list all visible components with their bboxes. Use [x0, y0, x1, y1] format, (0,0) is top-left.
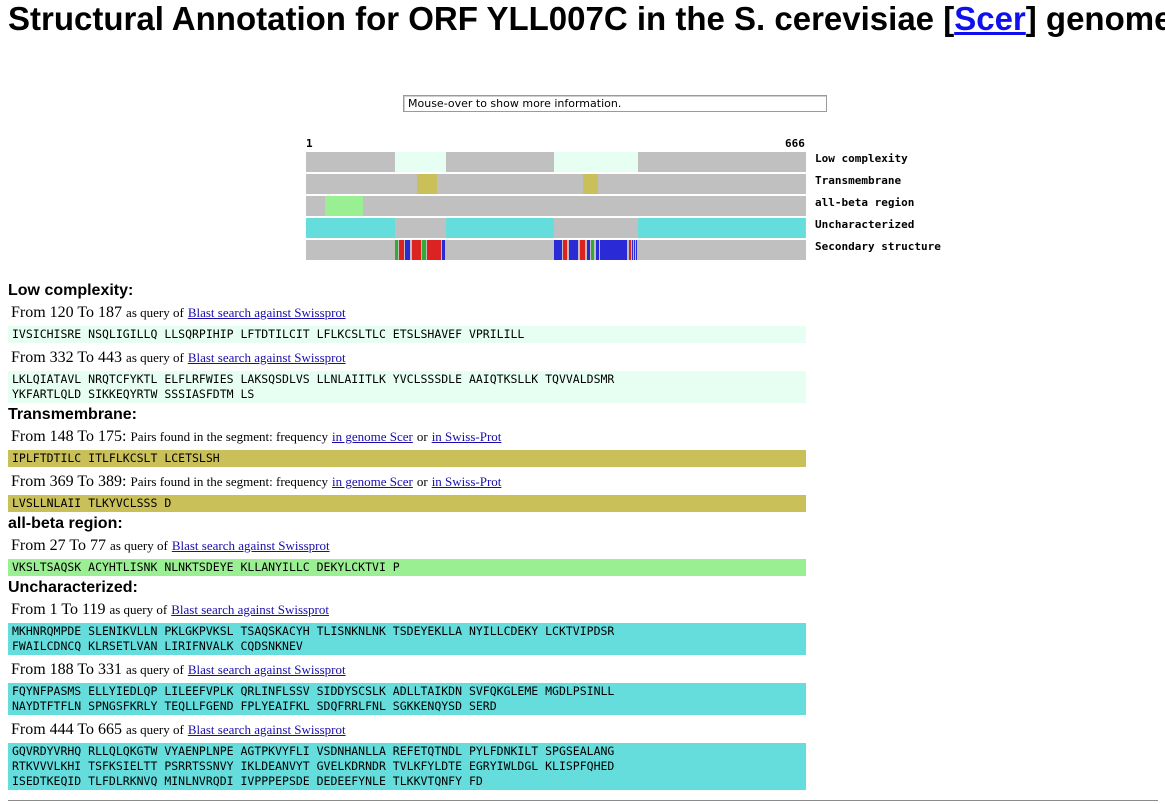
page-title: Structural Annotation for ORF YLL007C in… — [8, 0, 1165, 38]
range-text: From 332 To 443 — [11, 349, 123, 366]
segment-un-1[interactable] — [306, 218, 395, 238]
ss-helix[interactable] — [634, 240, 635, 260]
range-text: From 444 To 665 — [11, 721, 123, 738]
ss-strand[interactable] — [427, 240, 441, 260]
blast-link[interactable]: Blast search against Swissprot — [187, 662, 346, 677]
title-text: Structural Annotation for ORF YLL007C in… — [8, 0, 955, 37]
track-label-uncharacterized: Uncharacterized — [815, 218, 915, 231]
ss-strand[interactable] — [629, 240, 631, 260]
genome-link[interactable]: Scer — [954, 0, 1026, 37]
blast-link[interactable]: Blast search against Swissprot — [187, 305, 346, 320]
genome-frequency-link[interactable]: in genome Scer — [331, 474, 413, 489]
horizontal-rule — [8, 800, 1158, 801]
sequence-un-1: MKHNRQMPDE SLENIKVLLN PKLGKPVKSL TSAQSKA… — [8, 623, 806, 655]
ss-coil[interactable] — [591, 240, 594, 260]
ss-helix[interactable] — [596, 240, 599, 260]
blast-link[interactable]: Blast search against Swissprot — [171, 538, 330, 553]
range-lc-2: From 332 To 443 as query of Blast search… — [11, 349, 346, 367]
track-label-all-beta: all-beta region — [815, 196, 915, 209]
range-text: From 27 To 77 — [11, 537, 107, 554]
track-label-low-complexity: Low complexity — [815, 152, 908, 165]
sequence-lc-2: LKLQIATAVL NRQTCFYKTL ELFLRFWIES LAKSQSD… — [8, 371, 806, 403]
track-start-label: 1 — [306, 137, 313, 150]
range-note: as query of — [126, 305, 184, 320]
segment-lc-2[interactable] — [554, 152, 638, 172]
ss-helix[interactable] — [554, 240, 562, 260]
blast-link[interactable]: Blast search against Swissprot — [187, 722, 346, 737]
genome-frequency-link[interactable]: in genome Scer — [331, 429, 413, 444]
track-label-transmembrane: Transmembrane — [815, 174, 902, 187]
range-note: as query of — [126, 722, 184, 737]
sequence-ab-1: VKSLTSAQSK ACYHTLISNK NLNKTSDEYE KLLANYI… — [8, 559, 806, 576]
track-end-label: 666 — [785, 137, 805, 150]
sequence-un-2: FQYNFPASMS ELLYIEDLQP LILEEFVPLK QRLINFL… — [8, 683, 806, 715]
ss-strand[interactable] — [580, 240, 585, 260]
range-un-2: From 188 To 331 as query of Blast search… — [11, 661, 346, 679]
blast-link[interactable]: Blast search against Swissprot — [171, 602, 330, 617]
range-note: as query of — [126, 662, 184, 677]
range-tm-1: From 148 To 175: Pairs found in the segm… — [11, 428, 501, 446]
track-low-complexity — [306, 152, 806, 172]
sequence-tm-2: LVSLLNLAII TLKYVCLSSS D — [8, 495, 806, 512]
section-heading-all-beta: all-beta region: — [8, 515, 123, 532]
range-note: as query of — [109, 602, 168, 617]
sequence-tm-1: IPLFTDTILC ITLFLKCSLT LCETSLSH — [8, 450, 806, 467]
ss-strand[interactable] — [412, 240, 421, 260]
segment-tm-1[interactable] — [417, 174, 437, 194]
range-un-1: From 1 To 119 as query of Blast search a… — [11, 601, 329, 619]
track-all-beta — [306, 196, 806, 216]
ss-helix[interactable] — [632, 240, 633, 260]
range-note: as query of — [110, 538, 168, 553]
track-secondary-structure — [306, 240, 806, 260]
info-box: Mouse-over to show more information. — [403, 95, 827, 112]
range-note: Pairs found in the segment: frequency — [130, 474, 328, 489]
ss-helix[interactable] — [569, 240, 578, 260]
ss-helix[interactable] — [600, 240, 627, 260]
range-ab-1: From 27 To 77 as query of Blast search a… — [11, 537, 330, 555]
or-text: or — [416, 429, 428, 444]
segment-tm-2[interactable] — [583, 174, 598, 194]
section-heading-transmembrane: Transmembrane: — [8, 406, 137, 423]
ss-strand[interactable] — [399, 240, 404, 260]
section-heading-uncharacterized: Uncharacterized: — [8, 579, 138, 596]
range-text: From 120 To 187 — [11, 304, 123, 321]
range-text: From 148 To 175: — [11, 428, 127, 445]
section-heading-low-complexity: Low complexity: — [8, 282, 134, 299]
ss-helix[interactable] — [442, 240, 445, 260]
segment-un-3[interactable] — [638, 218, 805, 238]
range-note: Pairs found in the segment: frequency — [130, 429, 328, 444]
swissprot-frequency-link[interactable]: in Swiss-Prot — [431, 474, 502, 489]
range-note: as query of — [126, 350, 184, 365]
ss-helix[interactable] — [587, 240, 590, 260]
range-text: From 1 To 119 — [11, 601, 106, 618]
title-suffix: ] genome — [1025, 0, 1165, 37]
or-text: or — [416, 474, 428, 489]
sequence-un-3: GQVRDYVRHQ RLLQLQKGTW VYAENPLNPE AGTPKVY… — [8, 743, 806, 790]
range-text: From 188 To 331 — [11, 661, 123, 678]
ss-helix[interactable] — [636, 240, 637, 260]
ss-strand[interactable] — [563, 240, 567, 260]
range-un-3: From 444 To 665 as query of Blast search… — [11, 721, 346, 739]
range-text: From 369 To 389: — [11, 473, 127, 490]
ss-coil[interactable] — [422, 240, 426, 260]
range-lc-1: From 120 To 187 as query of Blast search… — [11, 304, 346, 322]
sequence-lc-1: IVSICHISRE NSQLIGILLQ LLSQRPIHIP LFTDTIL… — [8, 326, 806, 343]
segment-ab-1[interactable] — [325, 196, 363, 216]
segment-un-2[interactable] — [446, 218, 554, 238]
track-label-secondary-structure: Secondary structure — [815, 240, 941, 253]
blast-link[interactable]: Blast search against Swissprot — [187, 350, 346, 365]
range-tm-2: From 369 To 389: Pairs found in the segm… — [11, 473, 501, 491]
ss-coil[interactable] — [395, 240, 398, 260]
ss-helix[interactable] — [405, 240, 410, 260]
track-uncharacterized — [306, 218, 806, 238]
swissprot-frequency-link[interactable]: in Swiss-Prot — [431, 429, 502, 444]
track-transmembrane — [306, 174, 806, 194]
segment-lc-1[interactable] — [395, 152, 446, 172]
